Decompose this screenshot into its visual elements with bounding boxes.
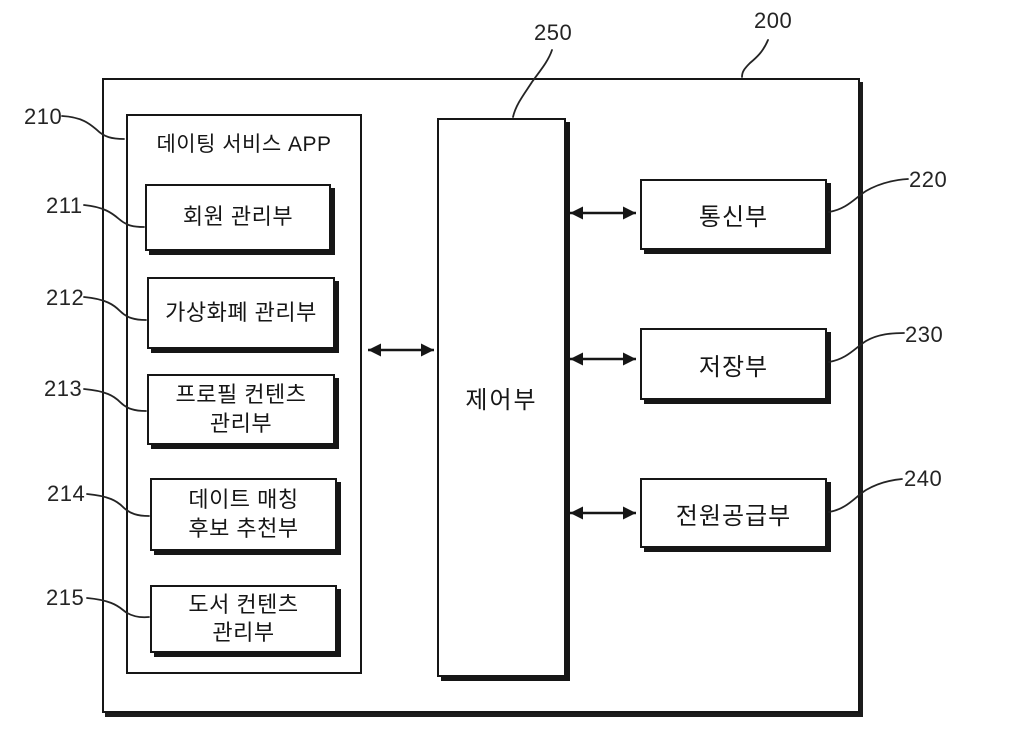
ref-200: 200	[754, 8, 793, 33]
leader-200	[741, 39, 769, 78]
virtual-currency-management-label: 가상화폐 관리부	[165, 299, 317, 325]
virtual-currency-management-box: 가상화폐 관리부	[147, 277, 335, 349]
profile-content-management-box: 프로필 컨텐츠 관리부	[147, 374, 335, 445]
book-content-label-line2: 관리부	[212, 620, 275, 645]
ref-220: 220	[909, 167, 948, 192]
ref-230: 230	[905, 322, 944, 347]
date-matching-recommendation-box: 데이트 매칭 후보 추천부	[150, 478, 337, 551]
ref-211: 211	[46, 193, 83, 218]
dating-app-title: 데이팅 서비스 APP	[156, 133, 332, 156]
date-matching-label-line2: 후보 추천부	[188, 515, 299, 541]
storage-label: 저장부	[698, 353, 769, 381]
member-management-label: 회원 관리부	[182, 204, 294, 230]
power-supply-label: 전원공급부	[675, 502, 792, 530]
profile-content-label-line2: 관리부	[209, 410, 273, 436]
communication-box: 통신부	[640, 179, 827, 250]
book-content-label-line1: 도서 컨텐츠	[188, 591, 299, 617]
profile-content-label-line1: 프로필 컨텐츠	[175, 382, 307, 408]
book-content-management-box: 도서 컨텐츠 관리부	[150, 585, 337, 653]
ref-213: 213	[44, 376, 83, 401]
ref-214: 214	[47, 481, 86, 506]
storage-box: 저장부	[640, 328, 827, 400]
ref-240: 240	[904, 466, 943, 491]
power-supply-box: 전원공급부	[640, 478, 827, 548]
ref-210: 210	[24, 104, 63, 129]
controller-label: 제어부	[465, 387, 538, 414]
ref-215: 215	[46, 585, 85, 610]
ref-212: 212	[46, 285, 85, 310]
controller-box: 제어부	[437, 118, 566, 677]
ref-250: 250	[534, 20, 573, 45]
member-management-box: 회원 관리부	[145, 184, 331, 251]
communication-label: 통신부	[698, 204, 769, 231]
date-matching-label-line1: 데이트 매칭	[188, 487, 299, 513]
